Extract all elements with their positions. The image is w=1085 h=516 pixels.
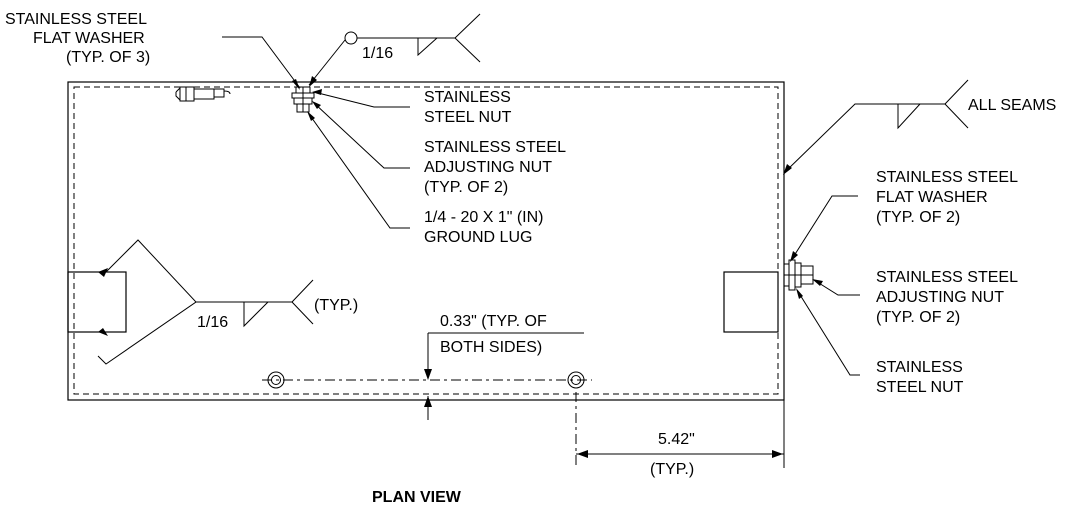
enclosure-inner-dashed xyxy=(73,86,779,395)
dim-033 xyxy=(424,332,584,420)
lug-leader xyxy=(307,111,410,229)
top-fastener xyxy=(291,86,315,113)
lug-label-1: 1/4 - 20 X 1" (IN) xyxy=(424,209,544,226)
adj-nut-top-label-3: (TYP. OF 2) xyxy=(424,179,508,196)
washer-top-label-1: STAINLESS STEEL xyxy=(5,11,147,28)
nut-top-label-1: STAINLESS xyxy=(424,89,511,106)
adj-nut-top-label-1: STAINLESS STEEL xyxy=(424,139,566,156)
lug-label-2: GROUND LUG xyxy=(424,229,532,246)
washer-right-leader xyxy=(790,195,858,262)
weld-symbol-top xyxy=(308,13,481,87)
washer-right-label-2: FLAT WASHER xyxy=(876,189,988,206)
dim-033-label-2: BOTH SIDES) xyxy=(440,339,542,356)
nut-right-label-2: STEEL NUT xyxy=(876,379,964,396)
right-fastener xyxy=(783,259,814,291)
adj-nut-top-leader xyxy=(312,101,410,169)
all-seams-label: ALL SEAMS xyxy=(968,97,1056,114)
nut-right-leader xyxy=(796,288,860,376)
nut-right-label-1: STAINLESS xyxy=(876,359,963,376)
washer-top-label-2: FLAT WASHER xyxy=(33,30,145,47)
adj-nut-right-label-3: (TYP. OF 2) xyxy=(876,309,960,326)
dim-542-value: 5.42" xyxy=(658,431,695,448)
washer-right-label-3: (TYP. OF 2) xyxy=(876,209,960,226)
washer-top-leader xyxy=(222,36,301,90)
nut-top-label-2: STEEL NUT xyxy=(424,109,512,126)
view-title: PLAN VIEW xyxy=(372,489,462,506)
bolt-symbol xyxy=(175,86,231,102)
weld-top-size: 1/16 xyxy=(362,45,393,62)
adj-nut-right-label-2: ADJUSTING NUT xyxy=(876,289,1004,306)
adj-nut-right-leader xyxy=(812,279,860,296)
washer-top-label-3: (TYP. OF 3) xyxy=(66,49,150,66)
washer-right-label-1: STAINLESS STEEL xyxy=(876,169,1018,186)
left-mounting-block xyxy=(67,271,127,333)
enclosure-outline xyxy=(67,81,785,401)
weld-left-size: 1/16 xyxy=(197,314,228,331)
adj-nut-top-label-2: ADJUSTING NUT xyxy=(424,159,552,176)
dim-542 xyxy=(576,400,785,468)
weld-left-typ: (TYP.) xyxy=(314,297,358,314)
right-mounting-block xyxy=(723,271,779,333)
dim-542-typ: (TYP.) xyxy=(650,461,694,478)
adj-nut-right-label-1: STAINLESS STEEL xyxy=(876,269,1018,286)
nut-top-leader xyxy=(312,89,410,108)
weld-symbol-all-seams xyxy=(783,79,969,175)
dim-033-label-1: 0.33" (TYP. OF xyxy=(440,313,547,330)
weld-symbol-left xyxy=(97,239,314,365)
